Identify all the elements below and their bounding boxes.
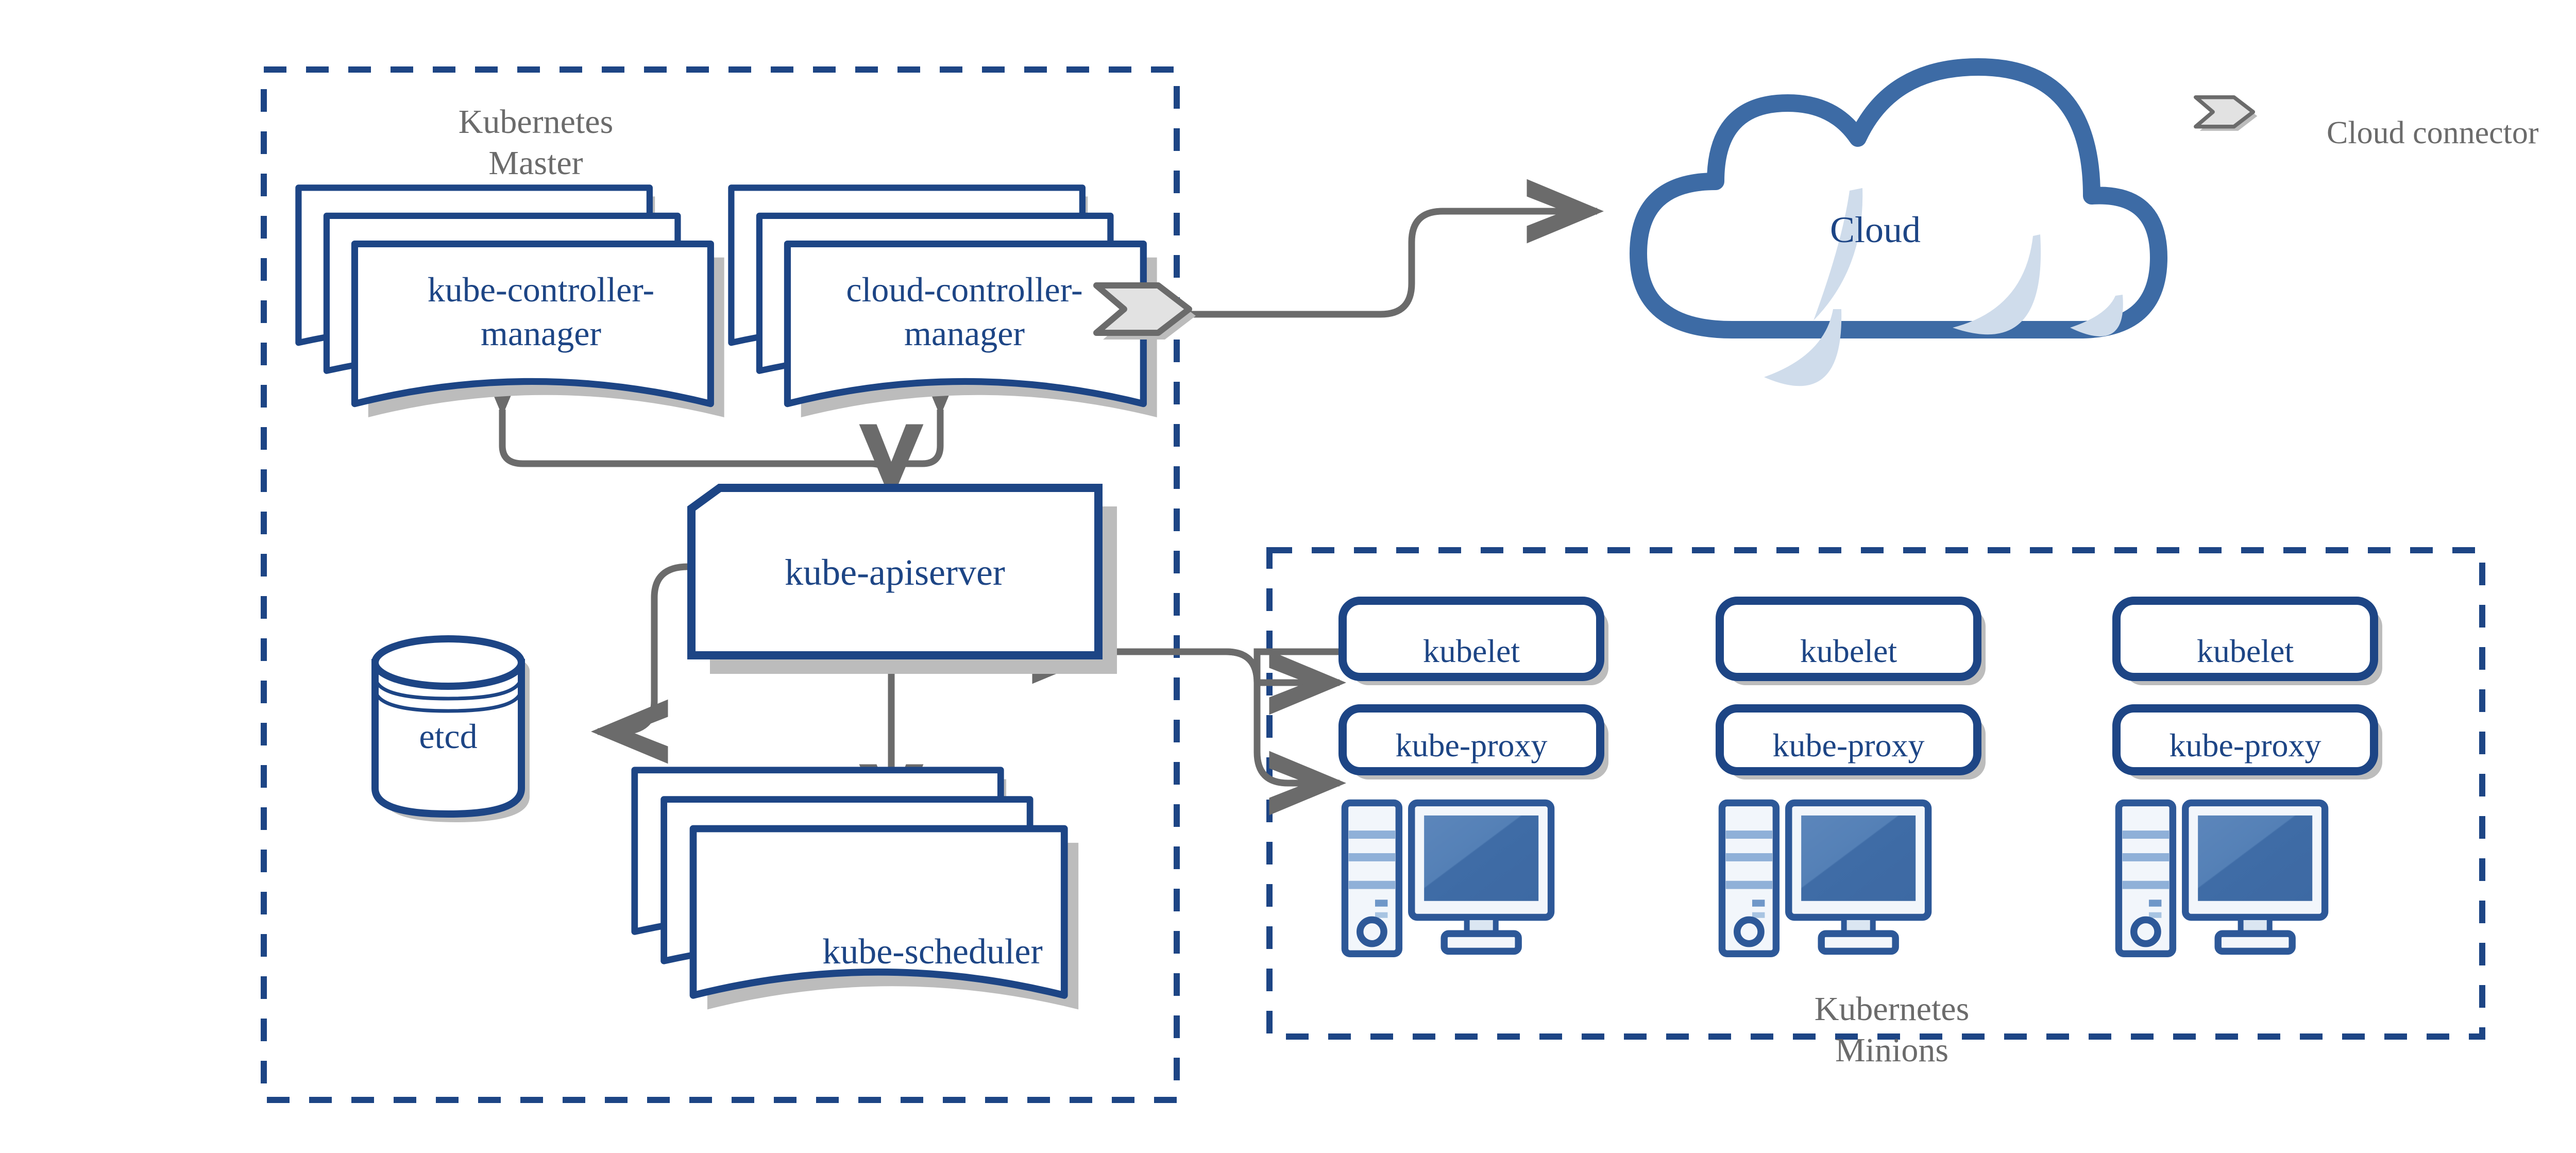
master-group-label-line1: Kubernetes bbox=[459, 103, 614, 141]
minion-node-3[interactable]: kubelet kube-proxy bbox=[2112, 597, 2382, 954]
legend-item-label: Cloud connector bbox=[2327, 115, 2539, 150]
etcd-node[interactable]: etcd bbox=[371, 635, 530, 822]
desktop-computer-icon-3 bbox=[2119, 803, 2325, 954]
kube-controller-manager-label-line1: kube-controller- bbox=[428, 270, 654, 309]
edge-branch-to-cloudcontroller bbox=[896, 339, 973, 467]
kube-scheduler-label: kube-scheduler bbox=[822, 932, 1043, 972]
kubelet-label-3: kubelet bbox=[2197, 633, 2294, 669]
edge-trunk-to-kubelet bbox=[1226, 648, 1346, 715]
edge-apiserver-to-kubelet bbox=[1032, 619, 1340, 684]
kubernetes-minions-boundary bbox=[1266, 547, 2485, 1040]
cloud-controller-manager-label-line1: cloud-controller- bbox=[846, 270, 1082, 309]
desktop-computer-icon-1 bbox=[1345, 803, 1551, 954]
cloud-controller-manager-label-line2: manager bbox=[904, 314, 1025, 353]
kube-apiserver-label: kube-apiserver bbox=[785, 552, 1005, 593]
cloud-outline bbox=[1630, 58, 2167, 338]
desktop-computer-icon-2 bbox=[1722, 803, 1928, 954]
minions-group-label-line1: Kubernetes bbox=[1815, 990, 1970, 1028]
cloud-swooshes bbox=[1764, 188, 2123, 386]
kube-proxy-label-3: kube-proxy bbox=[2169, 727, 2321, 764]
legend: Cloud connector bbox=[2196, 97, 2539, 150]
kubelet-box-3[interactable]: kubelet bbox=[2112, 597, 2382, 685]
kube-apiserver-node[interactable]: kube-apiserver bbox=[687, 484, 1117, 674]
minion-node-1[interactable]: kubelet kube-proxy bbox=[1338, 597, 1608, 954]
cloud-node[interactable]: Cloud bbox=[1630, 58, 2167, 386]
kube-proxy-box-1[interactable]: kube-proxy bbox=[1338, 704, 1608, 779]
kubelet-box-1[interactable]: kubelet bbox=[1338, 597, 1608, 685]
cloud-label: Cloud bbox=[1830, 209, 1921, 250]
kubelet-label-2: kubelet bbox=[1800, 633, 1897, 669]
kube-proxy-label-1: kube-proxy bbox=[1395, 727, 1547, 764]
edge-apiserver-to-controllermanagers bbox=[470, 339, 924, 501]
etcd-label: etcd bbox=[419, 717, 477, 756]
kube-controller-manager-label-line2: manager bbox=[481, 314, 601, 353]
kube-proxy-box-3[interactable]: kube-proxy bbox=[2112, 704, 2382, 779]
edge-cloudconnector-to-cloud bbox=[1190, 179, 1604, 318]
kube-proxy-box-2[interactable]: kube-proxy bbox=[1716, 704, 1986, 779]
minions-group-label-line2: Minions bbox=[1835, 1031, 1948, 1069]
edge-trunk-to-kubeproxy bbox=[1253, 683, 1346, 816]
legend-chevron-connector-icon bbox=[2196, 97, 2258, 131]
edge-apiserver-to-etcd bbox=[591, 534, 758, 764]
kube-proxy-label-2: kube-proxy bbox=[1772, 727, 1924, 764]
kubelet-box-2[interactable]: kubelet bbox=[1716, 597, 1986, 685]
minion-node-2[interactable]: kubelet kube-proxy bbox=[1716, 597, 1986, 954]
kube-scheduler-node[interactable] bbox=[635, 770, 1078, 1010]
master-group-label-line2: Master bbox=[488, 144, 583, 182]
kubelet-label-1: kubelet bbox=[1423, 633, 1520, 669]
